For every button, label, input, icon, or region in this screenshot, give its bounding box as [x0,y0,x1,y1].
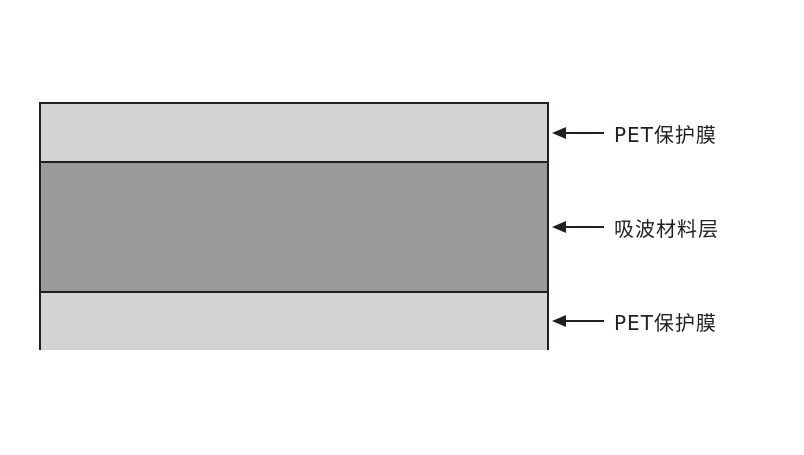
pet-bottom-layer [41,291,547,350]
callout-absorbing-layer: 吸波材料层 [552,215,719,241]
pet-top-layer [41,104,547,163]
left-arrow-icon [552,221,604,233]
left-arrow-icon [552,315,604,327]
callout-label-pet-top: PET保护膜 [614,122,717,147]
layer-stack [39,102,549,350]
callout-label-absorbing-layer: 吸波材料层 [614,216,719,241]
callout-pet-bottom: PET保护膜 [552,309,717,335]
callout-pet-top: PET保护膜 [552,121,717,147]
left-arrow-icon [552,127,604,139]
absorbing-material-layer [41,163,547,291]
callout-label-pet-bottom: PET保护膜 [614,310,717,335]
